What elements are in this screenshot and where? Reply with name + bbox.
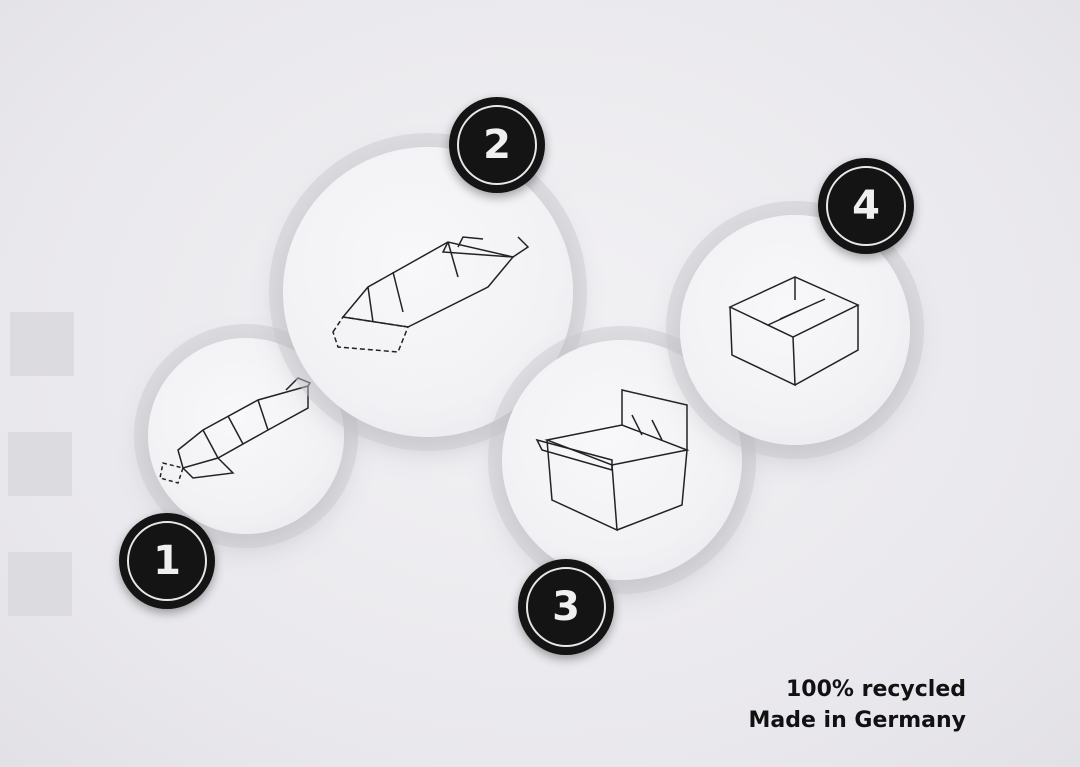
step-number: 1 [153, 538, 181, 584]
finished-box-icon [728, 276, 860, 387]
step-number: 3 [552, 584, 580, 630]
show-through-square [8, 432, 72, 496]
step-2-badge: 2 [449, 97, 545, 193]
show-through-square [10, 312, 74, 376]
flat-box-blank-icon [159, 377, 312, 484]
step-1-badge: 1 [119, 513, 215, 609]
step-4-badge: 4 [818, 158, 914, 254]
partially-folded-box-icon [332, 236, 530, 353]
step-number: 2 [483, 122, 511, 168]
folding-walls-box-icon [535, 389, 690, 532]
product-info: 100% recycled Made in Germany [748, 674, 966, 736]
origin-label: Made in Germany [748, 708, 966, 733]
recycled-label: 100% recycled [785, 677, 966, 702]
step-3-badge: 3 [518, 559, 614, 655]
step-number: 4 [852, 183, 880, 229]
show-through-square [8, 552, 72, 616]
